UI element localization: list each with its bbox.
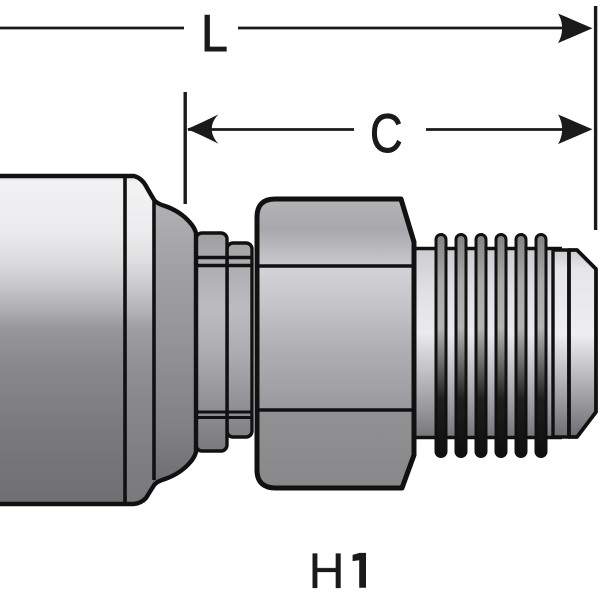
svg-text:H: H (309, 543, 345, 599)
svg-text:L: L (201, 4, 228, 62)
svg-text:C: C (370, 102, 403, 164)
